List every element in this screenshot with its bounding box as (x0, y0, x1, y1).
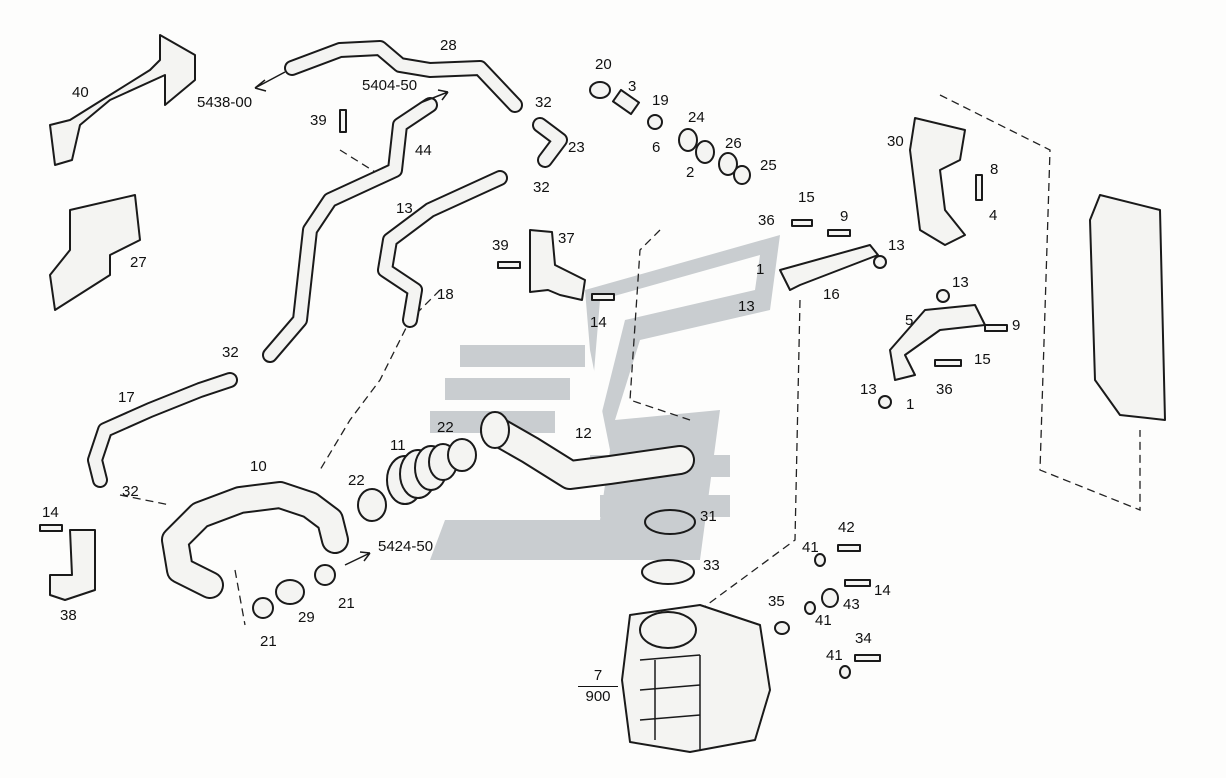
callout-17: 17 (118, 389, 135, 406)
callout-22-upper: 22 (437, 419, 454, 436)
callout-14-right: 14 (874, 582, 891, 599)
callout-13-left: 13 (396, 200, 413, 217)
callout-39-left: 39 (310, 112, 327, 129)
pipe-12-end (480, 411, 510, 449)
callout-41-mid: 41 (815, 612, 832, 629)
filter-ribs (639, 654, 701, 750)
callout-8: 8 (990, 161, 999, 178)
seal-ring-31 (644, 509, 696, 535)
callout-7-over-900: 7 900 (578, 668, 618, 705)
ref-5438-00: 5438-00 (197, 94, 253, 111)
bracket-16 (779, 244, 879, 291)
callout-41-top: 41 (802, 539, 819, 556)
callout-13-right: 13 (888, 237, 905, 254)
clamp-band-33 (641, 559, 695, 585)
clamp-21-left (252, 597, 274, 619)
watermark-logo (430, 235, 780, 560)
callout-22-lower: 22 (348, 472, 365, 489)
ref-5404-50: 5404-50 (362, 77, 418, 94)
callout-32-bottom: 32 (122, 483, 139, 500)
bolts (39, 109, 1008, 679)
fraction-bottom: 900 (578, 686, 618, 705)
callout-40: 40 (72, 84, 89, 101)
bracket-5 (889, 304, 986, 381)
callout-12: 12 (575, 425, 592, 442)
callout-36-top: 36 (758, 212, 775, 229)
callout-10: 10 (250, 458, 267, 475)
callout-21-left: 21 (260, 633, 277, 650)
filter-cover (639, 611, 697, 649)
fraction-top: 7 (593, 667, 603, 684)
callout-24: 24 (688, 109, 705, 126)
callout-14-mid: 14 (590, 314, 607, 331)
callout-13-far: 13 (952, 274, 969, 291)
sleeve-29 (275, 579, 305, 605)
arrow-5438 (254, 71, 286, 92)
fittings-group (589, 81, 751, 185)
callout-1-bottom: 1 (906, 396, 915, 413)
callout-25: 25 (760, 157, 777, 174)
leader-lines (119, 94, 1141, 626)
callout-29: 29 (298, 609, 315, 626)
callout-42: 42 (838, 519, 855, 536)
callout-30: 30 (887, 133, 904, 150)
ref-5424-50: 5424-50 (378, 538, 434, 555)
callout-19: 19 (652, 92, 669, 109)
callout-32-mid: 32 (533, 179, 550, 196)
bracket-40 (49, 34, 196, 166)
callout-32-left: 32 (222, 344, 239, 361)
callout-13-bottom: 13 (860, 381, 877, 398)
plate-27 (49, 194, 141, 311)
arrow-5404 (419, 89, 449, 104)
bracket-30 (909, 117, 966, 246)
callout-14-left: 14 (42, 504, 59, 521)
callout-13-mid: 13 (738, 298, 755, 315)
callout-38: 38 (60, 607, 77, 624)
callout-43: 43 (843, 596, 860, 613)
callout-20: 20 (595, 56, 612, 73)
callout-41-bottom: 41 (826, 647, 843, 664)
callout-36-bottom: 36 (936, 381, 953, 398)
arrow-5424 (344, 551, 371, 566)
callout-32-top: 32 (535, 94, 552, 111)
callout-21-right: 21 (338, 595, 355, 612)
callout-44: 44 (415, 142, 432, 159)
callout-6: 6 (652, 139, 661, 156)
callout-27: 27 (130, 254, 147, 271)
radiator-panel (1089, 194, 1166, 421)
callout-26: 26 (725, 135, 742, 152)
callout-35: 35 (768, 593, 785, 610)
callout-9-bottom: 9 (1012, 317, 1021, 334)
callout-39-right: 39 (492, 237, 509, 254)
callout-34: 34 (855, 630, 872, 647)
callout-15-top: 15 (798, 189, 815, 206)
callout-5: 5 (905, 312, 914, 329)
callout-11: 11 (390, 437, 406, 454)
callout-33: 33 (703, 557, 720, 574)
callout-2: 2 (686, 164, 695, 181)
callout-23: 23 (568, 139, 585, 156)
callout-9-top: 9 (840, 208, 849, 225)
bracket-37 (529, 229, 586, 301)
callout-1-top: 1 (756, 261, 765, 278)
callout-4: 4 (989, 207, 998, 224)
callout-15-bottom: 15 (974, 351, 991, 368)
clamp-22-lower (357, 488, 387, 522)
callout-18: 18 (437, 286, 454, 303)
bellows-11 (386, 443, 458, 505)
callout-31: 31 (700, 508, 717, 525)
clamp-21-right (314, 564, 336, 586)
clamp-22-upper (447, 438, 477, 472)
callout-28: 28 (440, 37, 457, 54)
callout-37: 37 (558, 230, 575, 247)
bracket-38 (49, 529, 96, 601)
callout-16: 16 (823, 286, 840, 303)
callout-3: 3 (628, 78, 637, 95)
